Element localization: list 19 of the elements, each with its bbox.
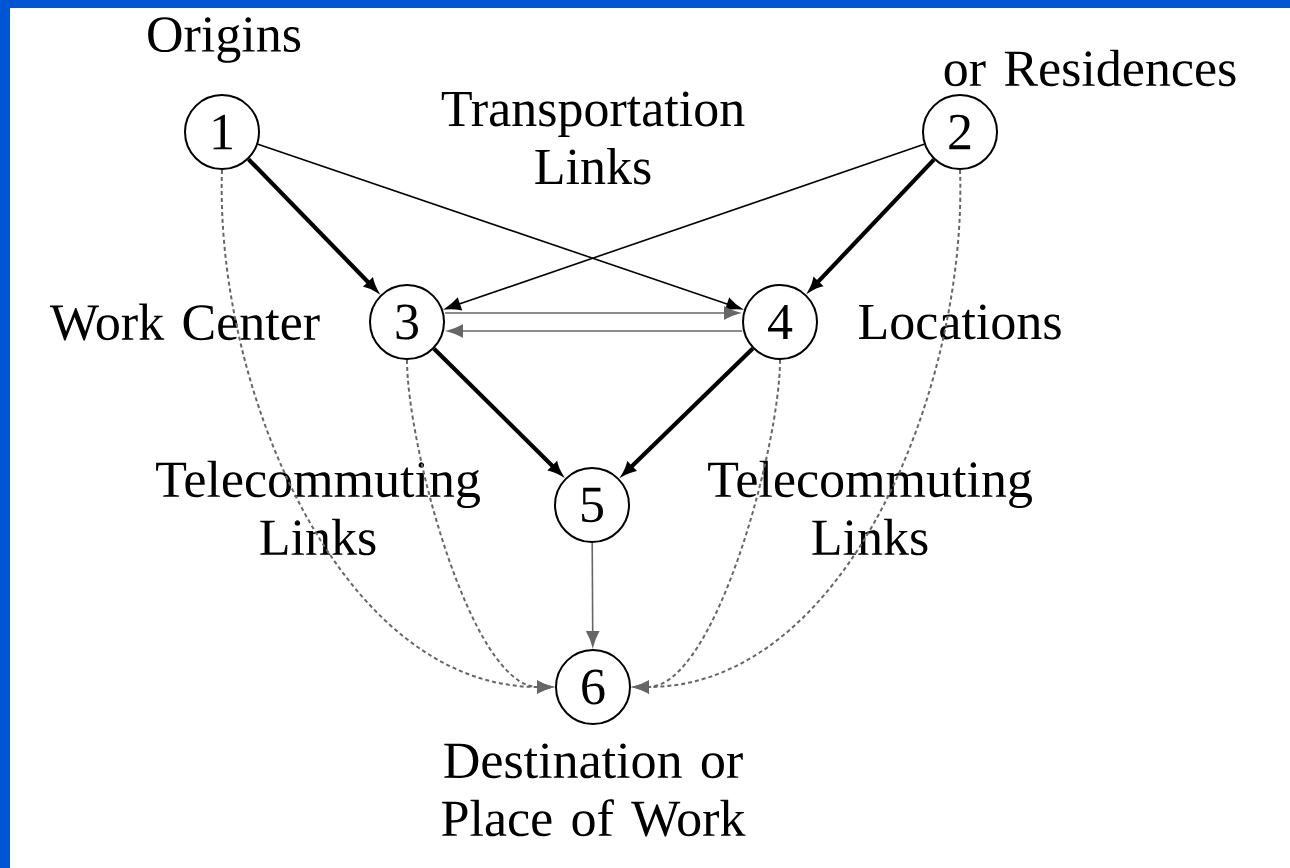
arrow [247, 157, 378, 292]
arrow [257, 143, 742, 311]
arrow [634, 169, 961, 694]
link-label: Telecommuting Links [156, 460, 480, 556]
node-caption: or Residences [944, 49, 1236, 87]
node-caption: Destination or Place of Work [442, 743, 746, 837]
arrow [809, 158, 936, 292]
node-caption: Work Center [49, 303, 320, 341]
arrow [406, 359, 552, 694]
node-caption: Origins [148, 17, 301, 63]
arrow [622, 347, 755, 476]
arrow [444, 306, 740, 320]
arrow [586, 542, 600, 647]
arrow [447, 324, 743, 338]
node-caption: Locations [859, 304, 1061, 340]
arrow [445, 143, 925, 311]
link-label: Telecommuting Links [708, 460, 1032, 556]
link-label: Transportation Links [441, 91, 745, 185]
arrow [432, 347, 562, 476]
